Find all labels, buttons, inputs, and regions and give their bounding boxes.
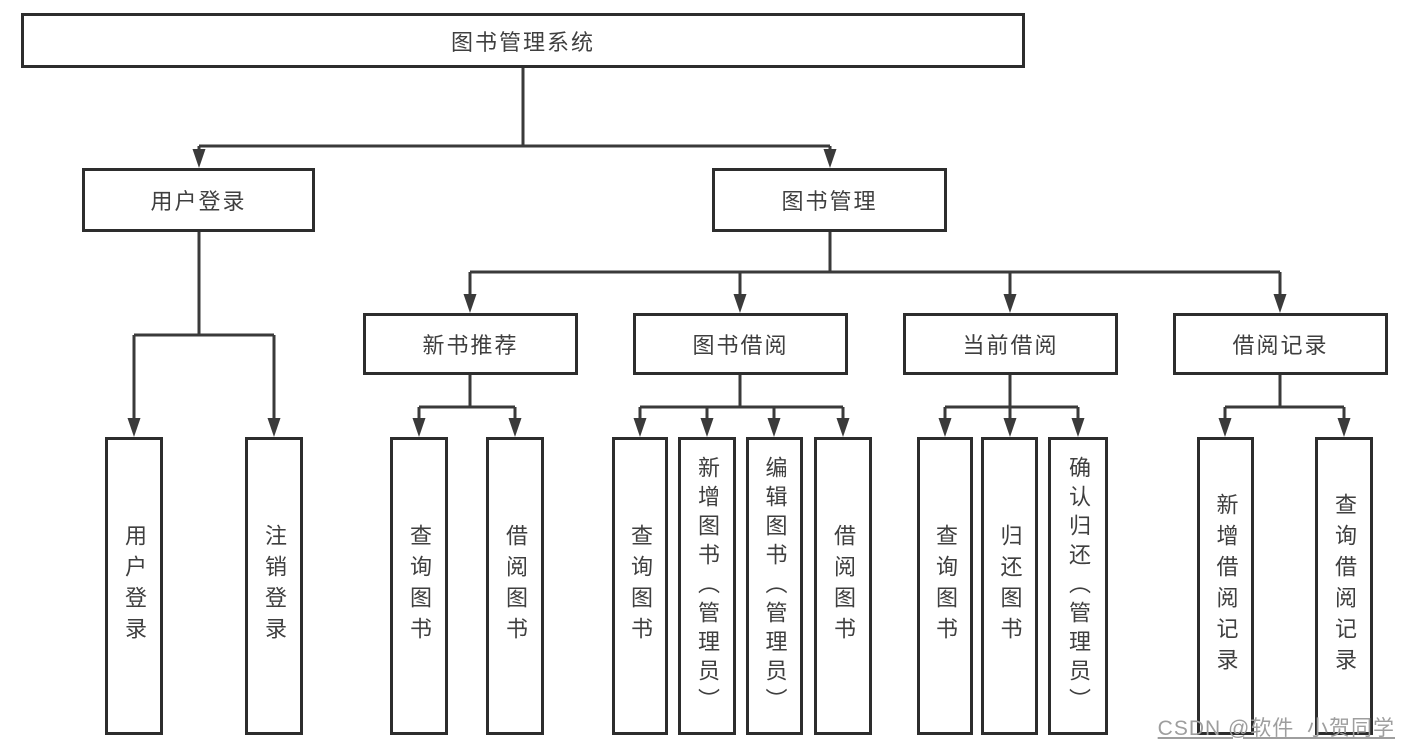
arrowhead: [1273, 294, 1287, 313]
node-leaf-borrow-books-2: 借阅图书: [814, 437, 872, 735]
node-borrow-records: 借阅记录: [1173, 313, 1388, 375]
arrowhead: [1003, 294, 1017, 313]
arrowhead: [508, 418, 522, 437]
arrowhead: [412, 418, 426, 437]
arrowhead: [1337, 418, 1351, 437]
node-leaf-logout: 注销登录: [245, 437, 303, 735]
node-leaf-query-books-2: 查询图书: [612, 437, 668, 735]
arrowhead: [767, 418, 781, 437]
arrowhead: [938, 418, 952, 437]
arrowhead: [836, 418, 850, 437]
node-leaf-query-books-1: 查询图书: [390, 437, 448, 735]
node-current-borrow: 当前借阅: [903, 313, 1118, 375]
node-leaf-add-borrow-record: 新增借阅记录: [1197, 437, 1254, 735]
arrowhead: [463, 294, 477, 313]
arrowhead: [823, 149, 837, 168]
node-leaf-edit-books-admin: 编辑图书（管理员）: [746, 437, 803, 735]
csdn-watermark: CSDN @软件_小贺同学: [1157, 717, 1395, 740]
node-new-book-recommend: 新书推荐: [363, 313, 578, 375]
connector-new-book-recommend-branch: [412, 375, 522, 437]
node-leaf-query-borrow-record: 查询借阅记录: [1315, 437, 1373, 735]
node-leaf-confirm-return-admin: 确认归还（管理员）: [1048, 437, 1108, 735]
connector-book-borrow-branch: [633, 375, 850, 437]
connector-current-borrow-branch: [938, 375, 1085, 437]
arrowhead: [700, 418, 714, 437]
arrowhead: [1003, 418, 1017, 437]
connector-book-management-branch: [463, 232, 1287, 313]
arrowhead: [192, 149, 206, 168]
connector-borrow-records-branch: [1218, 375, 1351, 437]
node-user-login-branch: 用户登录: [82, 168, 315, 232]
node-leaf-return-books: 归还图书: [981, 437, 1038, 735]
arrowhead: [733, 294, 747, 313]
node-leaf-borrow-books-1: 借阅图书: [486, 437, 544, 735]
node-leaf-user-login: 用户登录: [105, 437, 163, 735]
node-leaf-add-books-admin: 新增图书（管理员）: [678, 437, 736, 735]
node-leaf-query-books-3: 查询图书: [917, 437, 973, 735]
arrowhead: [127, 418, 141, 437]
connector-root-to-level2: [192, 68, 837, 168]
connector-user-login-branch: [127, 232, 281, 437]
arrowhead: [267, 418, 281, 437]
arrowhead: [1071, 418, 1085, 437]
arrowhead: [633, 418, 647, 437]
arrowhead: [1218, 418, 1232, 437]
node-book-borrow: 图书借阅: [633, 313, 848, 375]
node-book-management: 图书管理: [712, 168, 947, 232]
node-root: 图书管理系统: [21, 13, 1025, 68]
